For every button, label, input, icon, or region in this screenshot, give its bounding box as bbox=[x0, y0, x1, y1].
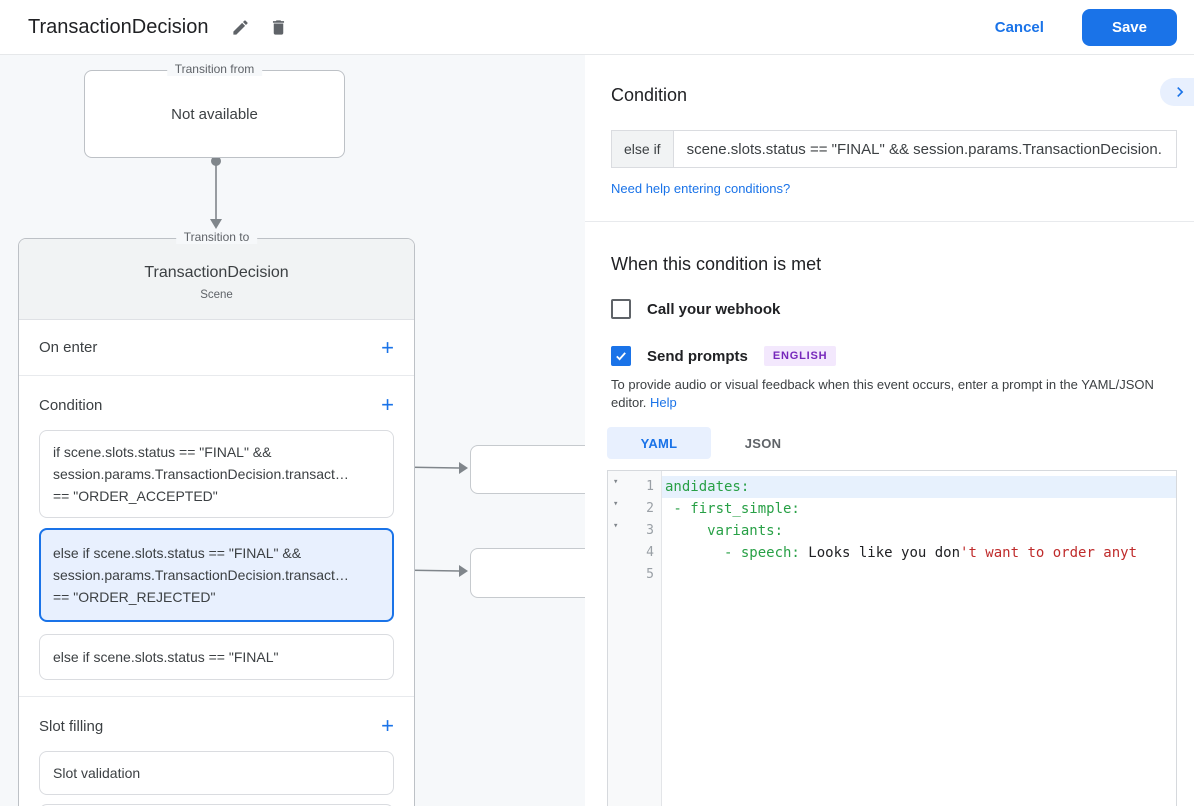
transition-from-legend: Transition from bbox=[166, 62, 263, 76]
yaml-key-token: andidates: bbox=[665, 479, 750, 495]
transition-target-node[interactable] bbox=[470, 445, 585, 494]
send-prompts-checkbox[interactable] bbox=[611, 346, 631, 366]
editor-code-area[interactable]: andidates: - first_simple: variants: - s… bbox=[662, 471, 1176, 806]
condition-input-group: else if bbox=[611, 130, 1177, 168]
help-link[interactable]: Help bbox=[650, 395, 677, 410]
scene-header: TransactionDecision Scene bbox=[19, 239, 414, 320]
condition-cards: if scene.slots.status == "FINAL" && sess… bbox=[19, 430, 414, 680]
transition-from-box: Transition from Not available bbox=[84, 62, 345, 158]
condition-help-link[interactable]: Need help entering conditions? bbox=[611, 181, 791, 196]
prompt-description-text: To provide audio or visual feedback when… bbox=[611, 377, 1154, 410]
flow-canvas: Transition from Not available Transition… bbox=[0, 55, 585, 806]
transition-to-card: Transition to TransactionDecision Scene … bbox=[18, 230, 415, 806]
yaml-plain-token: Looks like you don bbox=[808, 545, 961, 561]
code-line: - first_simple: bbox=[662, 498, 1176, 520]
fold-arrow-icon[interactable]: ▾ bbox=[613, 477, 619, 487]
page-title: TransactionDecision bbox=[28, 15, 209, 38]
check-icon bbox=[616, 352, 626, 361]
main-area: Transition from Not available Transition… bbox=[0, 55, 1194, 806]
top-bar: TransactionDecision Cancel Save bbox=[0, 0, 1194, 55]
on-enter-label: On enter bbox=[39, 339, 98, 356]
transition-target-node[interactable] bbox=[470, 548, 585, 598]
line-number: 2 bbox=[646, 501, 654, 516]
add-slot-button[interactable]: + bbox=[381, 713, 394, 738]
condition-card[interactable]: if scene.slots.status == "FINAL" && sess… bbox=[39, 430, 394, 518]
save-button[interactable]: Save bbox=[1081, 8, 1177, 46]
scene-subtitle: Scene bbox=[200, 288, 233, 301]
condition-card-selected[interactable]: else if scene.slots.status == "FINAL" &&… bbox=[39, 528, 394, 622]
webhook-label: Call your webhook bbox=[647, 300, 781, 318]
line-number: 3 bbox=[646, 523, 654, 538]
delete-button[interactable] bbox=[266, 15, 290, 39]
webhook-row: Call your webhook bbox=[611, 299, 1177, 319]
line-number: 5 bbox=[646, 567, 654, 582]
condition-section-label: Condition bbox=[39, 396, 103, 414]
yaml-string-token: 't want to order anyt bbox=[960, 545, 1138, 561]
gutter-row: ▾ 1 bbox=[608, 476, 661, 498]
slot-filling-head: Slot filling + bbox=[19, 709, 414, 751]
editor-tabs: YAML JSON bbox=[607, 427, 1177, 459]
slot-filling-section: Slot filling + Slot validation bbox=[19, 697, 414, 806]
condition-input[interactable] bbox=[673, 130, 1177, 168]
language-badge: ENGLISH bbox=[763, 346, 837, 366]
transition-from-value: Not available bbox=[171, 105, 258, 123]
fold-arrow-icon[interactable]: ▾ bbox=[613, 499, 619, 509]
chevron-right-icon bbox=[1177, 87, 1184, 97]
slot-validation-card[interactable]: Slot validation bbox=[39, 751, 394, 795]
transition-to-legend: Transition to bbox=[175, 230, 258, 244]
trash-icon bbox=[272, 19, 284, 35]
code-line: - speech: Looks like you don't want to o… bbox=[662, 542, 1176, 564]
slot-filling-label: Slot filling bbox=[39, 717, 104, 735]
cancel-button[interactable]: Cancel bbox=[994, 18, 1044, 36]
yaml-key-token: - speech: bbox=[665, 545, 809, 561]
yaml-key-token: - first_simple: bbox=[665, 501, 800, 517]
tab-yaml[interactable]: YAML bbox=[607, 427, 711, 459]
gutter-row: ▾ 3 bbox=[608, 520, 661, 542]
panel-divider bbox=[585, 221, 1194, 222]
code-line-empty bbox=[662, 564, 1176, 586]
condition-section: Condition + if scene.slots.status == "FI… bbox=[19, 376, 414, 697]
prompt-description: To provide audio or visual feedback when… bbox=[611, 376, 1167, 412]
gutter-row: ▾ 2 bbox=[608, 498, 661, 520]
gutter-row: 4 bbox=[608, 542, 661, 564]
code-line-active: andidates: bbox=[662, 476, 1176, 498]
slot-cards: Slot validation bbox=[19, 751, 414, 806]
gutter-row: 5 bbox=[608, 564, 661, 586]
code-line: variants: bbox=[662, 520, 1176, 542]
collapse-panel-button[interactable] bbox=[1160, 78, 1194, 106]
yaml-editor[interactable]: ▾ 1 ▾ 2 ▾ 3 4 5 bbox=[607, 470, 1177, 806]
send-prompts-row: Send prompts ENGLISH bbox=[611, 346, 1177, 366]
scene-title: TransactionDecision bbox=[144, 263, 289, 281]
webhook-checkbox[interactable] bbox=[611, 299, 631, 319]
condition-prefix: else if bbox=[611, 130, 674, 168]
add-on-enter-button[interactable]: + bbox=[381, 334, 394, 360]
line-number: 4 bbox=[646, 545, 654, 560]
line-number: 1 bbox=[646, 479, 654, 494]
on-enter-row: On enter + bbox=[19, 320, 414, 376]
send-prompts-label: Send prompts bbox=[647, 347, 748, 365]
condition-section-head: Condition + bbox=[19, 388, 414, 430]
editor-gutter: ▾ 1 ▾ 2 ▾ 3 4 5 bbox=[608, 471, 662, 806]
pencil-icon bbox=[233, 19, 248, 35]
yaml-key-token: variants: bbox=[665, 523, 784, 539]
condition-card[interactable]: else if scene.slots.status == "FINAL" bbox=[39, 634, 394, 680]
edit-button[interactable] bbox=[228, 15, 252, 39]
panel-heading: Condition bbox=[611, 85, 688, 105]
condition-detail-panel: Condition else if Need help entering con… bbox=[585, 55, 1194, 806]
fold-arrow-icon[interactable]: ▾ bbox=[613, 521, 619, 531]
tab-json[interactable]: JSON bbox=[711, 427, 815, 459]
add-condition-button[interactable]: + bbox=[381, 392, 394, 417]
when-condition-heading: When this condition is met bbox=[611, 254, 822, 274]
